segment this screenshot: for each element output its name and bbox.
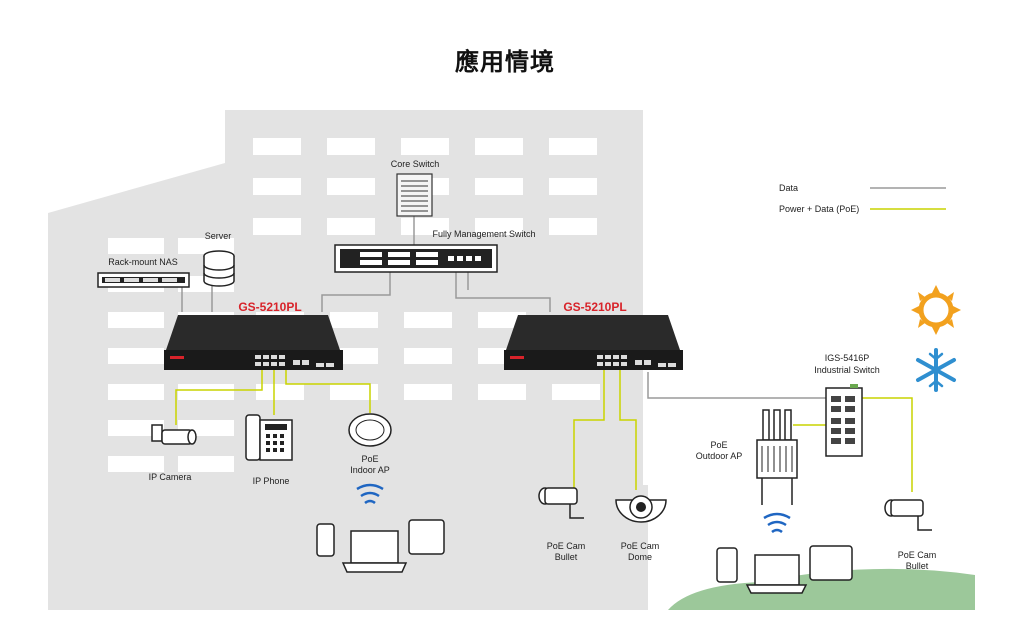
poe-cam-bullet-right: PoE Cam Bullet bbox=[884, 499, 937, 571]
legend-data-label: Data bbox=[779, 183, 798, 193]
window bbox=[178, 238, 234, 254]
core-switch-label: Core Switch bbox=[391, 159, 440, 169]
window bbox=[108, 384, 164, 400]
window bbox=[401, 138, 449, 155]
tablet-icon bbox=[408, 519, 445, 555]
poe-cam-bullet-label-1: PoE Cam bbox=[547, 541, 586, 551]
outdoor-ap-label-2: Outdoor AP bbox=[696, 451, 743, 461]
window bbox=[253, 178, 301, 195]
left-switch-label: GS-5210PL bbox=[238, 300, 301, 314]
indoor-ap: PoE Indoor AP bbox=[348, 413, 392, 475]
window bbox=[178, 456, 234, 472]
right-switch-label: GS-5210PL bbox=[563, 300, 626, 314]
management-switch-label: Fully Management Switch bbox=[432, 229, 535, 239]
industrial-switch-label-1: IGS-5416P bbox=[825, 353, 870, 363]
window bbox=[108, 420, 164, 436]
smartphone-icon bbox=[716, 547, 738, 583]
window bbox=[253, 138, 301, 155]
window bbox=[253, 218, 301, 235]
window bbox=[404, 384, 452, 400]
window bbox=[327, 138, 375, 155]
courtyard bbox=[648, 470, 705, 600]
window bbox=[401, 218, 449, 235]
poe-cam-dome: PoE Cam Dome bbox=[615, 495, 667, 562]
window bbox=[330, 312, 378, 328]
window bbox=[330, 384, 378, 400]
ip-phone-label: IP Phone bbox=[253, 476, 290, 486]
ip-camera: IP Camera bbox=[149, 424, 197, 482]
smartphone-icon bbox=[316, 523, 335, 557]
left-switch: GS-5210PL bbox=[164, 300, 343, 370]
poe-cam-bullet-right-label-2: Bullet bbox=[906, 561, 929, 571]
ip-camera-label: IP Camera bbox=[149, 472, 192, 482]
window bbox=[475, 218, 523, 235]
poe-cam-bullet-right-label-1: PoE Cam bbox=[898, 550, 937, 560]
window bbox=[549, 178, 597, 195]
tablet-icon bbox=[809, 545, 853, 581]
page-title: 應用情境 bbox=[455, 48, 555, 76]
window bbox=[552, 384, 600, 400]
poe-cam-bullet-label-2: Bullet bbox=[555, 552, 578, 562]
grass-hill bbox=[668, 568, 975, 610]
ground bbox=[48, 485, 648, 610]
right-switch: GS-5210PL bbox=[504, 300, 683, 370]
indoor-ap-label-1: PoE bbox=[361, 454, 378, 464]
ip-phone: IP Phone bbox=[245, 414, 293, 486]
poe-cam-dome-label-1: PoE Cam bbox=[621, 541, 660, 551]
window bbox=[108, 456, 164, 472]
laptop-icon bbox=[341, 530, 408, 573]
legend-poe-label: Power + Data (PoE) bbox=[779, 204, 859, 214]
snowflake-icon bbox=[916, 348, 956, 392]
window bbox=[256, 384, 304, 400]
window bbox=[178, 384, 234, 400]
window bbox=[549, 218, 597, 235]
poe-cam-dome-label-2: Dome bbox=[628, 552, 652, 562]
wifi-icon bbox=[763, 512, 791, 534]
outdoor-ap-label-1: PoE bbox=[710, 440, 727, 450]
window bbox=[475, 178, 523, 195]
window bbox=[108, 238, 164, 254]
nas-label: Rack-mount NAS bbox=[108, 257, 178, 267]
window bbox=[327, 178, 375, 195]
window bbox=[108, 312, 164, 328]
wifi-icon bbox=[356, 483, 384, 505]
laptop-icon bbox=[745, 554, 808, 594]
window bbox=[475, 138, 523, 155]
industrial-switch-label-2: Industrial Switch bbox=[814, 365, 880, 375]
sun-icon bbox=[911, 285, 961, 335]
window bbox=[327, 218, 375, 235]
nas: Rack-mount NAS bbox=[97, 257, 190, 288]
data-links bbox=[181, 216, 826, 399]
window bbox=[404, 348, 452, 364]
outdoor-ap: PoE Outdoor AP bbox=[696, 409, 798, 505]
server-label: Server bbox=[205, 231, 232, 241]
poe-cam-bullet: PoE Cam Bullet bbox=[538, 487, 586, 562]
indoor-ap-label-2: Indoor AP bbox=[350, 465, 390, 475]
window bbox=[108, 348, 164, 364]
window bbox=[478, 312, 526, 328]
window bbox=[549, 138, 597, 155]
poe-links bbox=[175, 370, 913, 492]
window bbox=[404, 312, 452, 328]
core-switch: Core Switch bbox=[391, 159, 440, 217]
server: Server bbox=[203, 231, 235, 287]
legend: Data Power + Data (PoE) bbox=[779, 183, 946, 214]
window bbox=[478, 384, 526, 400]
management-switch: Fully Management Switch bbox=[334, 229, 536, 273]
industrial-switch: IGS-5416P Industrial Switch bbox=[814, 353, 880, 457]
